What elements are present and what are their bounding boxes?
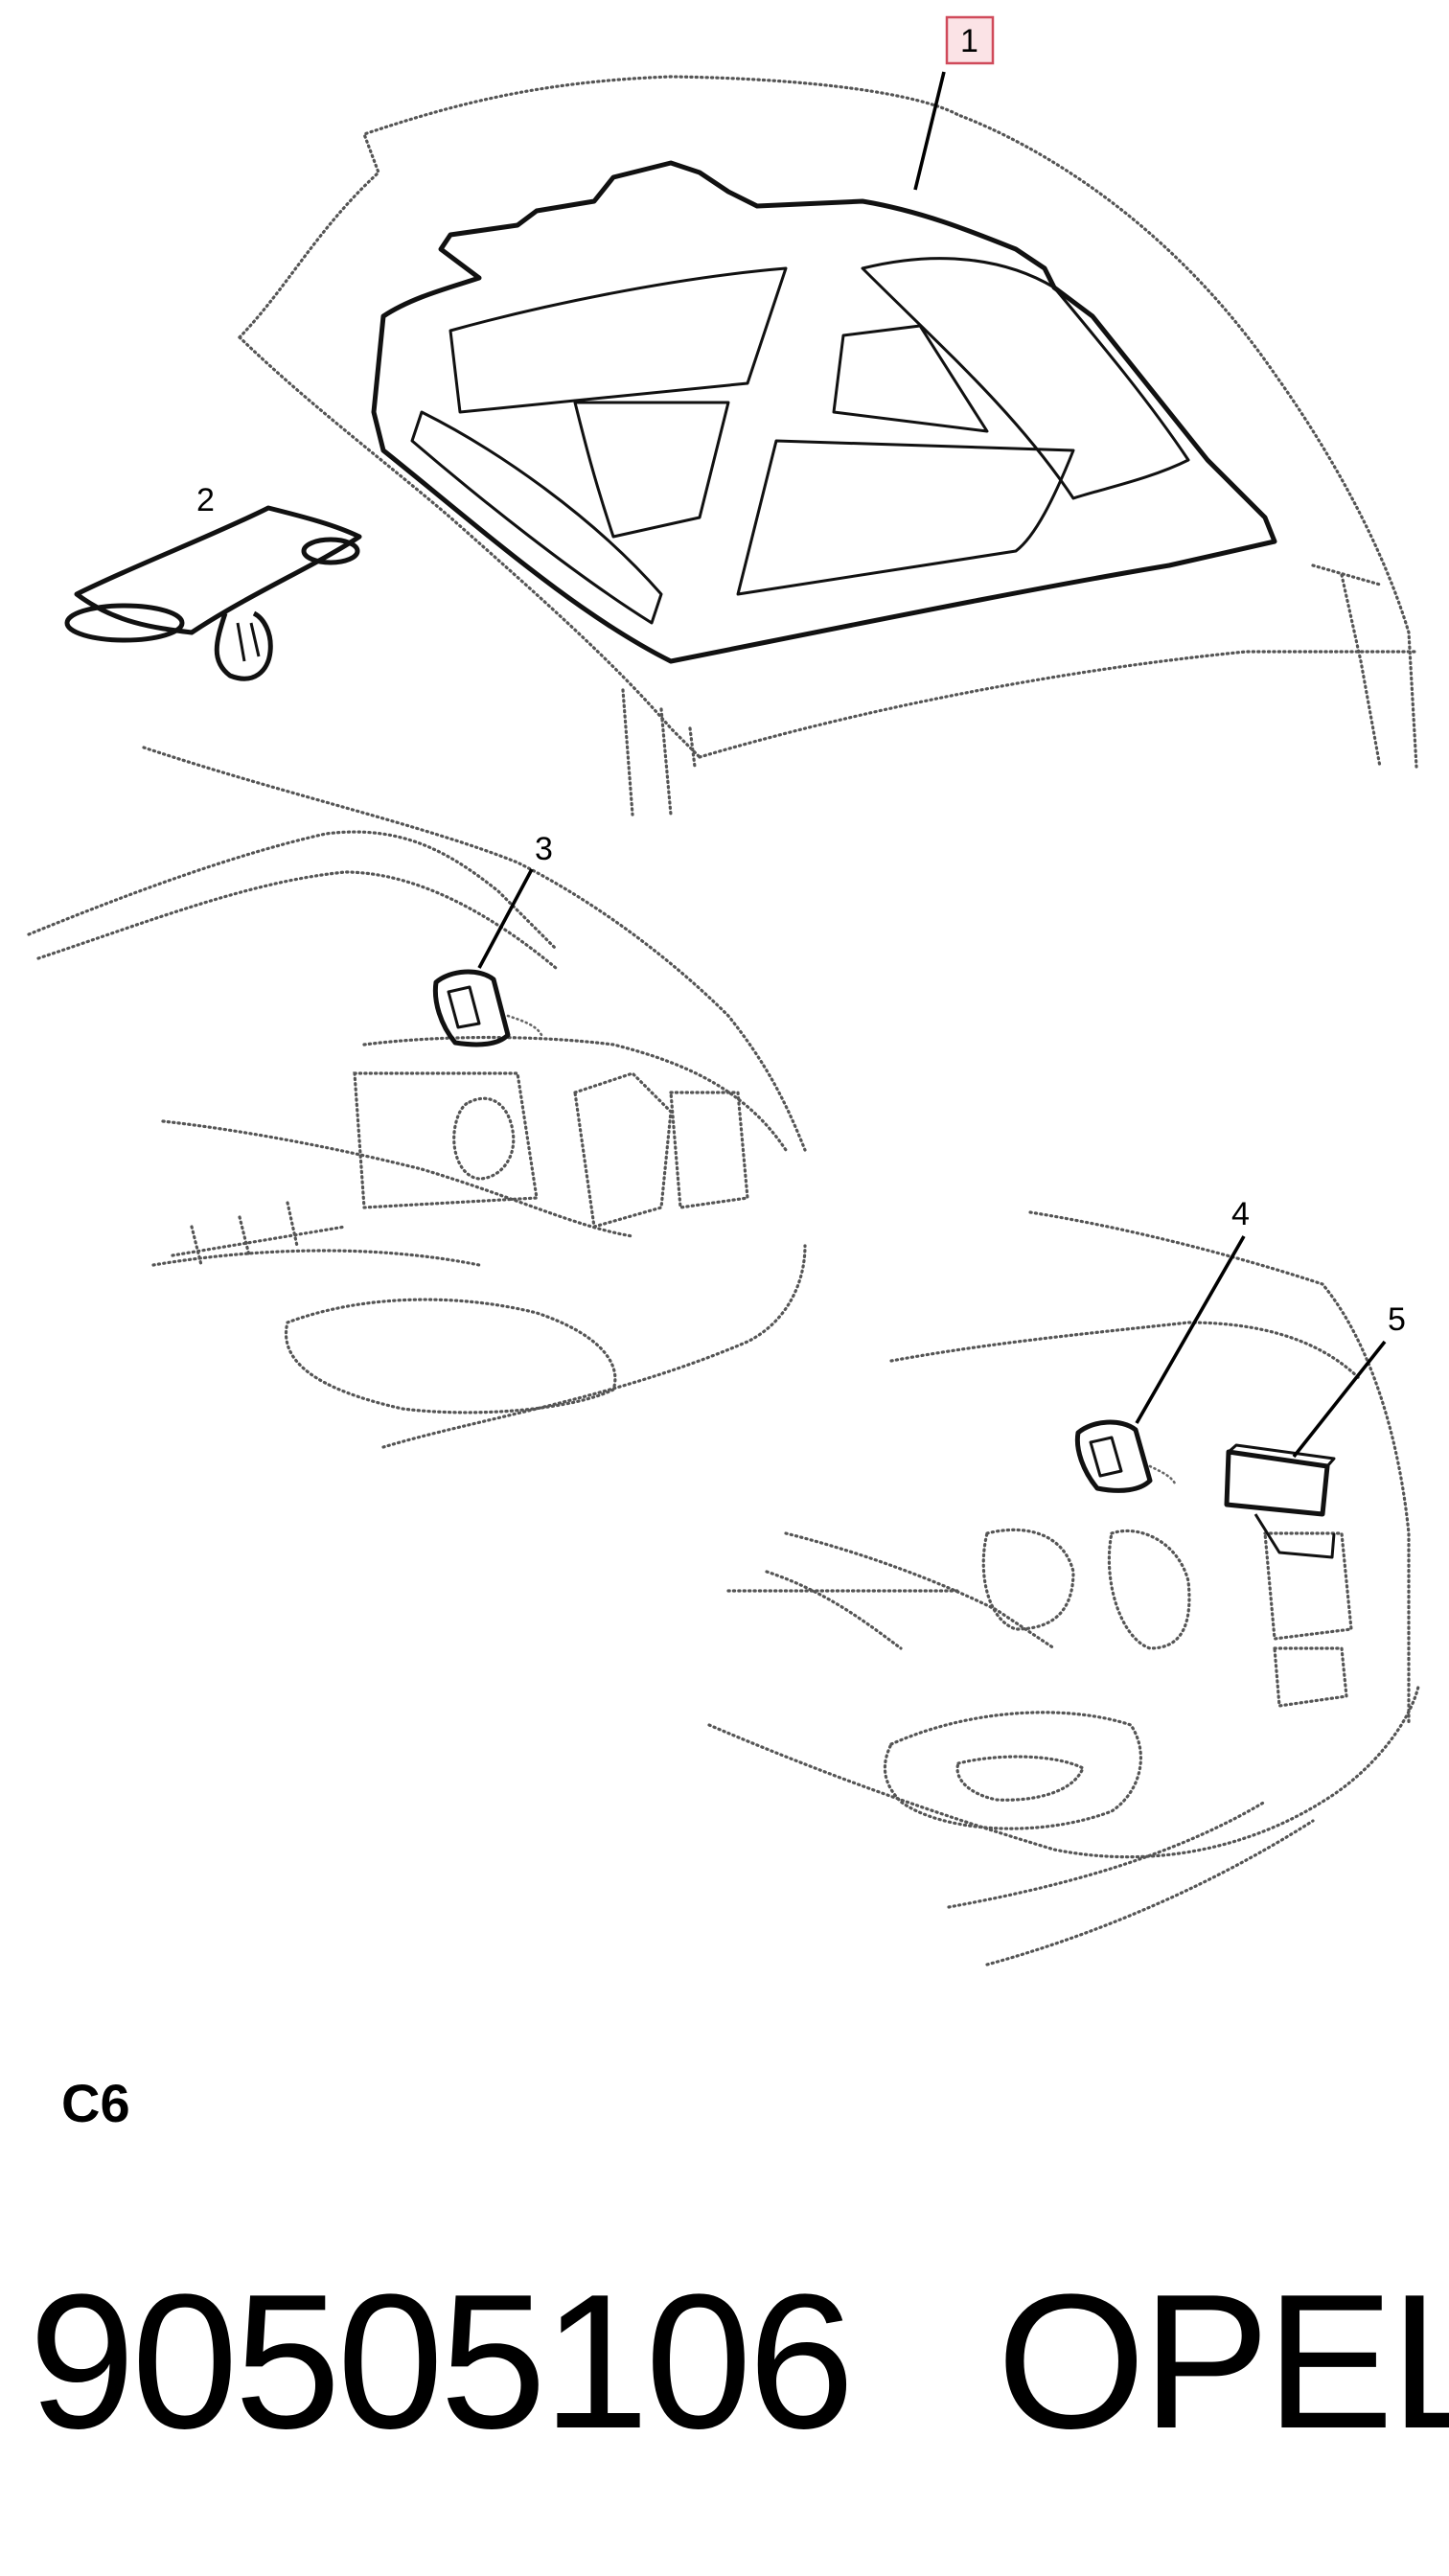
hood-outline <box>238 75 1418 816</box>
leader-1 <box>913 71 946 191</box>
leader-lines <box>477 71 1387 1459</box>
leader-5 <box>1292 1340 1387 1459</box>
trunk-view-left <box>27 746 807 1449</box>
callout-3: 3 <box>535 831 553 867</box>
insulation-clip <box>64 505 362 681</box>
leader-4 <box>1135 1235 1246 1424</box>
trunk-light-bracket-right <box>1074 1419 1177 1493</box>
callout-5: 5 <box>1388 1301 1406 1338</box>
callout-1-box <box>945 15 995 65</box>
callout-1: 1 <box>960 23 978 59</box>
first-aid-kit-holder <box>1224 1443 1336 1559</box>
callout-2: 2 <box>196 482 215 518</box>
trunk-light-bracket-left <box>432 969 543 1047</box>
leader-3 <box>477 868 534 969</box>
trunk-view-right <box>707 1210 1420 1966</box>
section-code: C6 <box>61 2073 130 2133</box>
callout-4: 4 <box>1231 1196 1250 1232</box>
brand-name: OPEL <box>997 2255 1449 2469</box>
hood-insulation-panel <box>371 160 1277 664</box>
part-number: 90505106 <box>29 2255 855 2469</box>
